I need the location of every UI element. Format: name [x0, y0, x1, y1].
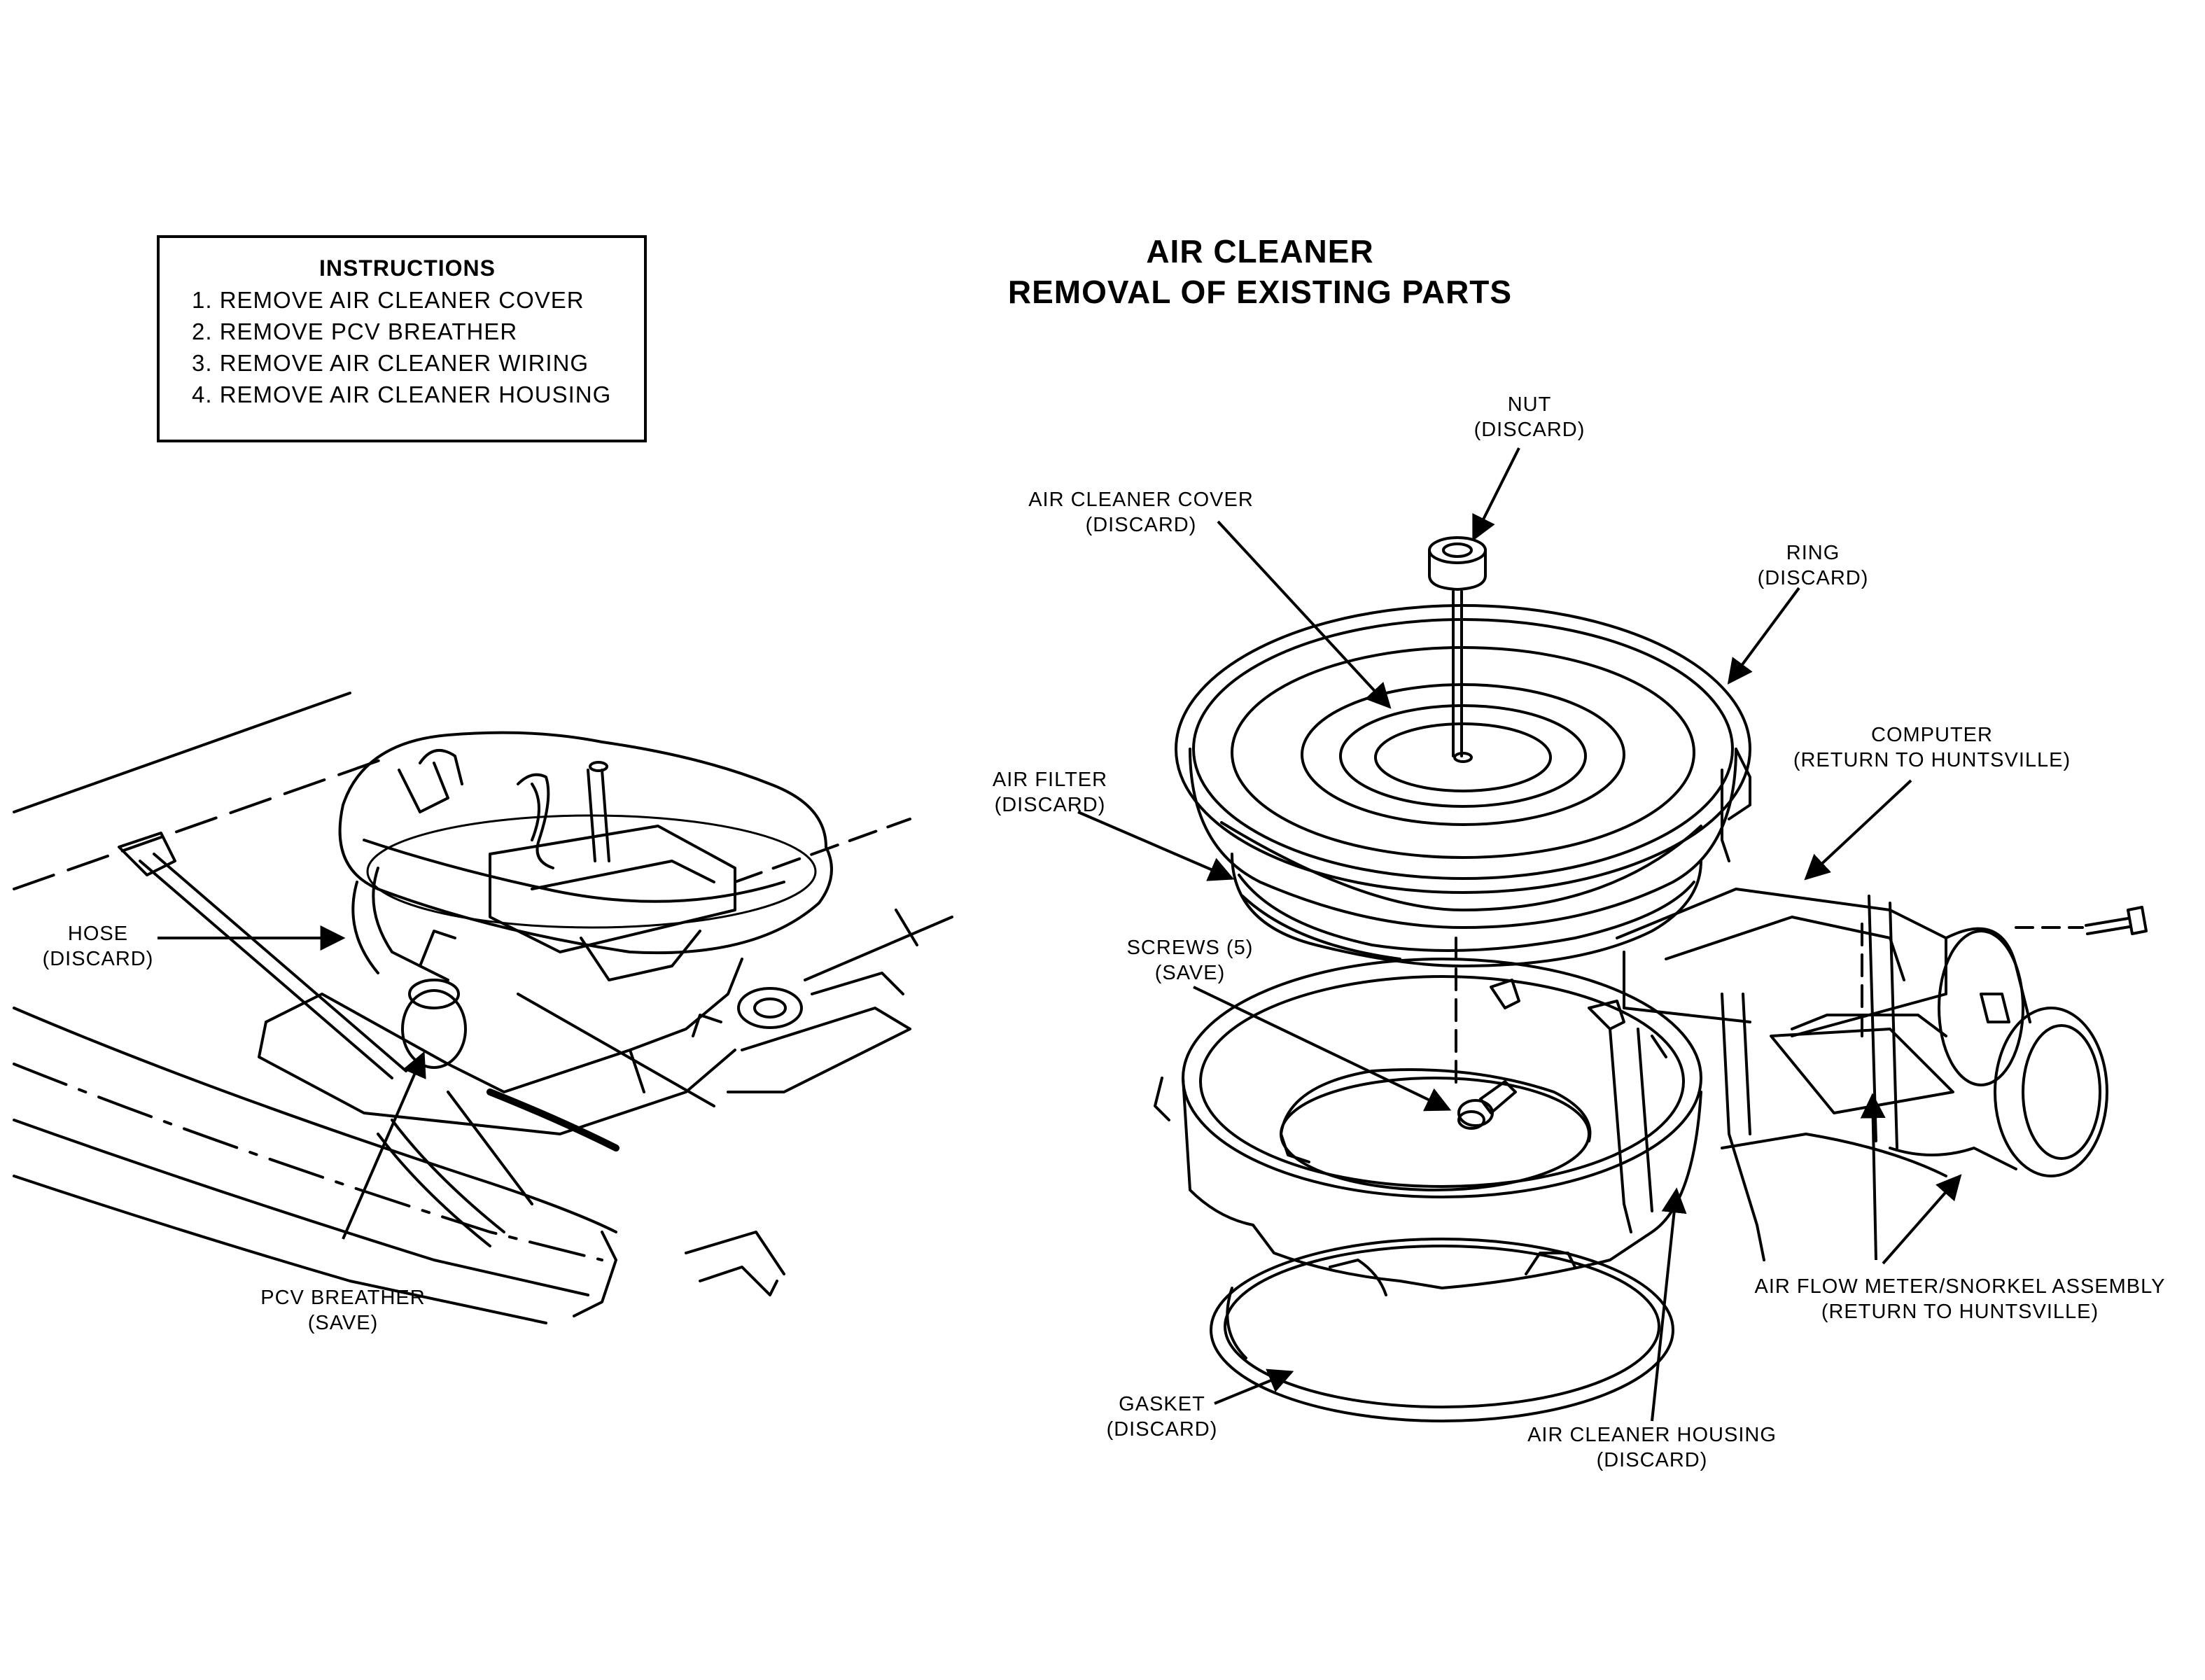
callout-screws-note: (SAVE) — [1154, 962, 1226, 984]
callout-gasket-name: GASKET — [1119, 1393, 1205, 1415]
callout-air-cleaner-housing: AIR CLEANER HOUSING (DISCARD) — [1498, 1422, 1806, 1473]
instructions-list: 1. REMOVE AIR CLEANER COVER 2. REMOVE PC… — [192, 284, 623, 410]
callout-hose-name: HOSE — [67, 923, 129, 945]
callout-nut-note: (DISCARD) — [1474, 419, 1586, 441]
callout-air-cleaner-housing-note: (DISCARD) — [1596, 1449, 1708, 1471]
callout-screws-name: SCREWS (5) — [1126, 937, 1254, 959]
callout-gasket-note: (DISCARD) — [1106, 1418, 1218, 1441]
callout-ring: RING (DISCARD) — [1729, 540, 1897, 591]
callout-nut: NUT (DISCARD) — [1442, 392, 1617, 442]
instructions-heading: INSTRUCTIONS — [319, 255, 496, 281]
instruction-item: 3. REMOVE AIR CLEANER WIRING — [192, 350, 589, 376]
instruction-item: 2. REMOVE PCV BREATHER — [192, 318, 518, 344]
callout-air-flow-meter: AIR FLOW METER/SNORKEL ASSEMBLY (RETURN … — [1729, 1274, 2191, 1324]
callout-computer-note: (RETURN TO HUNTSVILLE) — [1793, 749, 2071, 771]
callout-pcv-breather-name: PCV BREATHER — [260, 1287, 426, 1309]
callout-computer-name: COMPUTER — [1871, 724, 1993, 746]
callout-air-flow-meter-name: AIR FLOW METER/SNORKEL ASSEMBLY — [1754, 1275, 2166, 1298]
leader-arrows — [158, 447, 1962, 1422]
callout-hose-note: (DISCARD) — [42, 948, 154, 970]
callout-air-cleaner-housing-name: AIR CLEANER HOUSING — [1527, 1424, 1777, 1446]
callout-pcv-breather-note: (SAVE) — [307, 1312, 379, 1334]
callout-screws: SCREWS (5) (SAVE) — [1092, 935, 1288, 986]
callout-gasket: GASKET (DISCARD) — [1085, 1392, 1239, 1442]
callout-air-flow-meter-note: (RETURN TO HUNTSVILLE) — [1821, 1301, 2099, 1323]
instruction-item: 1. REMOVE AIR CLEANER COVER — [192, 287, 584, 313]
instructions-box: INSTRUCTIONS 1. REMOVE AIR CLEANER COVER… — [157, 235, 647, 442]
exploded-air-cleaner-drawing — [1154, 536, 2148, 1422]
callout-computer: COMPUTER (RETURN TO HUNTSVILLE) — [1778, 722, 2086, 773]
title-line-1: AIR CLEANER — [1146, 233, 1374, 270]
callout-ring-note: (DISCARD) — [1757, 567, 1869, 589]
callout-air-cleaner-cover-name: AIR CLEANER COVER — [1028, 489, 1254, 511]
instruction-item: 4. REMOVE AIR CLEANER HOUSING — [192, 382, 612, 407]
callout-air-filter: AIR FILTER (DISCARD) — [966, 767, 1134, 818]
callout-ring-name: RING — [1786, 542, 1840, 564]
title-line-2: REMOVAL OF EXISTING PARTS — [1007, 274, 1513, 310]
diagram-title: AIR CLEANER REMOVAL OF EXISTING PARTS — [910, 231, 1610, 312]
callout-air-cleaner-cover-note: (DISCARD) — [1085, 514, 1197, 536]
callout-hose: HOSE (DISCARD) — [42, 921, 154, 972]
callout-pcv-breather: PCV BREATHER (SAVE) — [231, 1285, 455, 1336]
callout-air-cleaner-cover: AIR CLEANER COVER (DISCARD) — [1008, 487, 1274, 538]
callout-air-filter-note: (DISCARD) — [994, 794, 1106, 816]
callout-nut-name: NUT — [1507, 393, 1552, 416]
engine-compartment-drawing — [13, 692, 953, 1324]
callout-air-filter-name: AIR FILTER — [992, 769, 1108, 791]
